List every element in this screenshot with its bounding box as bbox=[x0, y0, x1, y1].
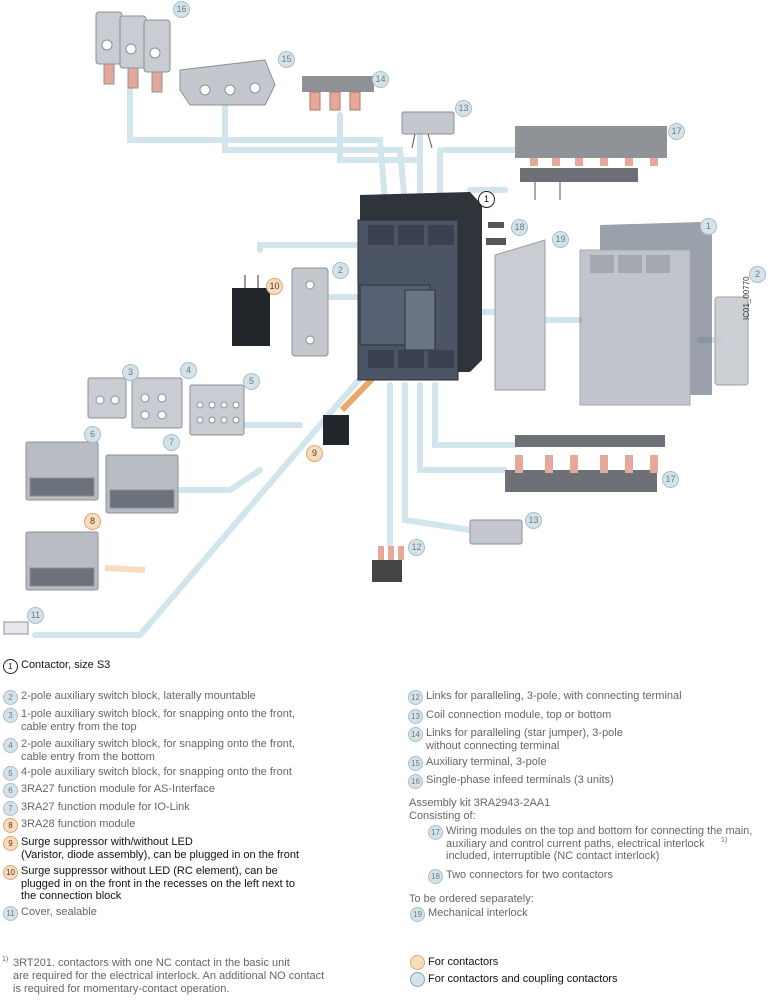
legend-orange-label: For contactors bbox=[428, 956, 499, 968]
callout-11: 11 bbox=[27, 607, 44, 624]
surge-suppressor-varistor bbox=[323, 415, 349, 445]
footnote-ref: 1) bbox=[721, 837, 728, 844]
orange-line bbox=[104, 565, 146, 573]
callout-7: 7 bbox=[163, 434, 180, 451]
paralleling-links-with-terminal bbox=[372, 546, 404, 582]
callout-8: 8 bbox=[84, 513, 101, 530]
wiring-module-top bbox=[515, 126, 667, 200]
callout-2: 2 bbox=[332, 262, 349, 279]
wiring-module-bottom bbox=[505, 435, 665, 492]
connectors-two-contactors bbox=[486, 222, 506, 245]
lateral-aux-switch-block-right bbox=[714, 296, 749, 386]
aux-switch-blocks-front bbox=[87, 377, 245, 436]
exploded-view-diagram bbox=[3, 11, 749, 638]
order-separately-label: To be ordered separately: bbox=[409, 893, 534, 905]
main-contactor-s3 bbox=[357, 192, 482, 381]
callout-17-bottom: 17 bbox=[662, 471, 679, 488]
coil-connection-module-top bbox=[401, 111, 455, 149]
mechanical-interlock bbox=[494, 239, 546, 391]
callout-4: 4 bbox=[180, 362, 197, 379]
footnote-marker: 1) bbox=[2, 956, 9, 963]
blue-swatch bbox=[410, 972, 425, 987]
callout-1-right: 1 bbox=[700, 218, 717, 235]
orange-swatch bbox=[410, 955, 425, 970]
callout-16: 16 bbox=[173, 1, 190, 18]
callout-15: 15 bbox=[278, 51, 295, 68]
star-jumper-links bbox=[302, 76, 374, 111]
callout-17: 17 bbox=[668, 123, 685, 140]
callout-13: 13 bbox=[455, 100, 472, 117]
legend-item-1: 1 Contactor, size S3 bbox=[3, 659, 383, 674]
callout-14: 14 bbox=[372, 71, 389, 88]
callout-3: 3 bbox=[122, 364, 139, 381]
legend-blue-label: For contactors and coupling contactors bbox=[428, 973, 618, 985]
callout-13-bottom: 13 bbox=[525, 512, 542, 529]
auxiliary-terminal-3pole bbox=[179, 59, 276, 106]
infeed-terminals bbox=[95, 11, 171, 93]
callout-6: 6 bbox=[84, 426, 101, 443]
second-contactor-faded bbox=[579, 222, 712, 406]
assembly-kit-label: Assembly kit 3RA2943-2AA1 bbox=[409, 797, 551, 809]
callout-1: 1 bbox=[478, 191, 495, 208]
coil-connection-module-bottom bbox=[469, 519, 523, 545]
callout-10: 10 bbox=[266, 278, 283, 295]
footnote-text: 3RT201. contactors with one NC contact i… bbox=[13, 957, 325, 995]
diagram-id-label: IC01_00770 bbox=[742, 276, 751, 320]
callout-5: 5 bbox=[243, 373, 260, 390]
callout-18: 18 bbox=[511, 219, 528, 236]
callout-19: 19 bbox=[552, 231, 569, 248]
callout-9: 9 bbox=[306, 445, 323, 462]
callout-2-right: 2 bbox=[749, 266, 766, 283]
lateral-aux-switch-block bbox=[291, 267, 329, 357]
sealable-cover bbox=[3, 621, 29, 635]
consisting-of-label: Consisting of: bbox=[409, 810, 476, 822]
callout-12: 12 bbox=[408, 539, 425, 556]
surge-suppressor-rc bbox=[232, 275, 270, 346]
function-modules bbox=[25, 441, 179, 591]
